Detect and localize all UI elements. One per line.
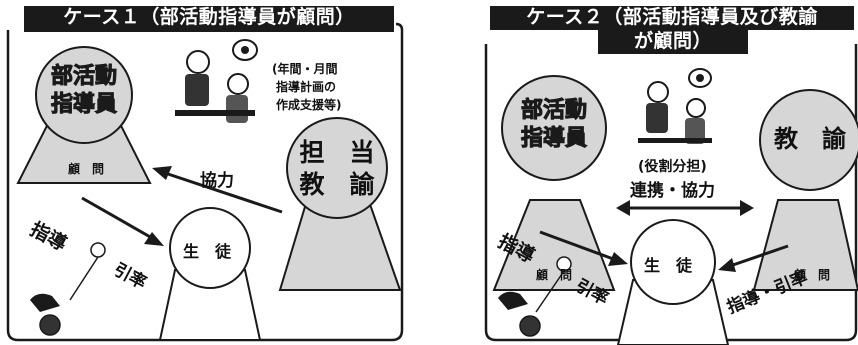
cooperation-arrowhead (152, 166, 172, 180)
meeting-people-icon (638, 81, 712, 144)
case2-title-line2: が顧問） (598, 30, 748, 54)
speech-bubble-icon (232, 39, 258, 61)
coach-label-line2: 指導員 (50, 92, 117, 118)
student-figure-icon (69, 242, 106, 301)
guidance-arrowhead (144, 232, 164, 246)
cooperation-label: 連携・協力 (630, 181, 715, 201)
coach-label-line2: 指導員 (520, 126, 587, 152)
guidance-arrow (81, 196, 153, 240)
cooperation-arrowhead-right (740, 200, 754, 216)
shoe-icon (498, 291, 528, 310)
case1-diagram (6, 22, 404, 342)
students-label: 生 徒 (644, 256, 693, 275)
coach-label-line1: 部活動 (520, 98, 587, 124)
teacher-stand (752, 199, 858, 291)
role-split-label: (役割分担) (638, 159, 707, 175)
guidance-arrow-right (729, 244, 789, 268)
students-stand (616, 279, 730, 345)
teacher-node (286, 117, 388, 219)
plan-support-line2: 指導計画の (276, 80, 337, 94)
guidance-arrowhead-right (718, 258, 736, 272)
teacher-label-line1: 担 当 (299, 138, 375, 167)
guidance-arrow-left (539, 230, 617, 262)
case1-panel: ケース１（部活動指導員が顧問） 部活動 指導員 顧 問 担 当 教 諭 (年間・… (0, 0, 410, 345)
coach-stand (492, 199, 616, 291)
plan-support-line3: 作成支援等) (276, 98, 342, 112)
coach-node (501, 75, 607, 181)
shoe-icon (30, 293, 60, 312)
teacher-role-label: 顧 問 (793, 268, 830, 282)
case2-title-line1: ケース２（部活動指導員及び教諭 (490, 6, 854, 30)
students-label: 生 徒 (183, 242, 232, 261)
case2-diagram (484, 44, 858, 345)
teacher-node (759, 89, 858, 191)
plan-support-line1: (年間・月間 (272, 62, 338, 76)
coach-role-label: 顧 問 (535, 268, 572, 282)
case1-title: ケース１（部活動指導員が顧問） (24, 6, 394, 32)
student-figure-icon (535, 256, 572, 313)
teacher-label: 教 諭 (774, 125, 846, 153)
coach-role-label: 顧 問 (67, 162, 104, 176)
ball-icon (519, 315, 541, 337)
guidance-arrowhead-left (608, 252, 628, 266)
ball-icon (39, 314, 61, 336)
meeting-people-icon (175, 50, 255, 123)
students-stand (158, 269, 262, 341)
students-node (630, 219, 716, 305)
cooperation-arrow (161, 170, 283, 214)
case2-panel: ケース２（部活動指導員及び教諭 が顧問） 部活動 指導員 顧 問 教 諭 顧 問… (438, 0, 858, 345)
speech-bubble-icon (688, 68, 712, 88)
students-node (169, 207, 251, 289)
case1-frame (6, 22, 404, 342)
teacher-label-line2: 教 諭 (299, 170, 375, 199)
cooperation-label: 協力 (200, 171, 234, 191)
coach-node (35, 46, 133, 144)
coach-label-line1: 部活動 (50, 64, 117, 90)
cooperation-arrowhead-left (616, 200, 630, 216)
